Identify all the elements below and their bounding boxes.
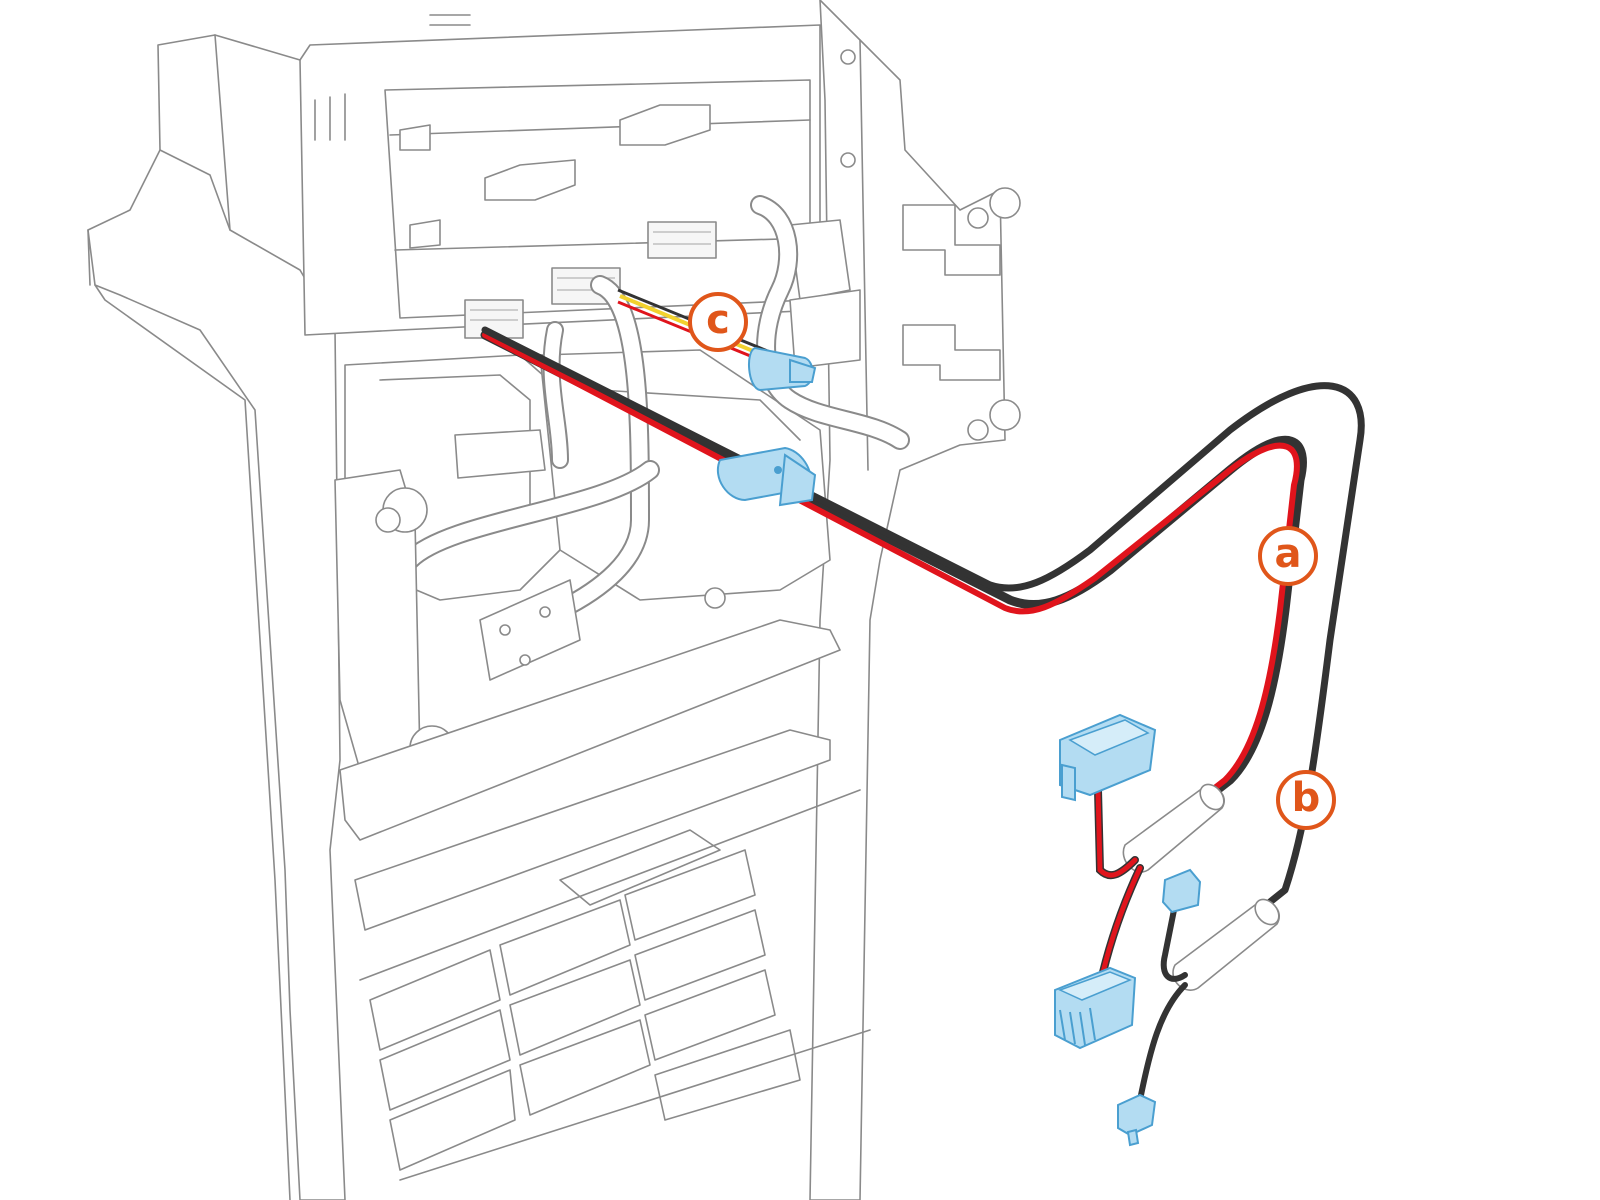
small-connector-bottom (1117, 1093, 1157, 1147)
ferrite-bead-b (1172, 898, 1280, 991)
chassis-outline (87, 0, 1021, 1200)
callout-b-label: b (1292, 775, 1321, 821)
small-connector-top (1161, 868, 1202, 914)
ferrite-bead-a (1122, 783, 1225, 873)
callout-a-label: a (1275, 531, 1302, 577)
callout-c: c (688, 292, 748, 352)
inline-connector-c (748, 346, 817, 392)
fan-slots (369, 849, 801, 1171)
callout-a: a (1258, 526, 1318, 586)
cable-a (480, 330, 1307, 989)
power-connector-top (1059, 713, 1157, 802)
inline-connector-main (717, 446, 817, 507)
callout-b: b (1276, 770, 1336, 830)
callout-c-label: c (706, 297, 730, 343)
power-connector-bottom (1054, 966, 1137, 1050)
